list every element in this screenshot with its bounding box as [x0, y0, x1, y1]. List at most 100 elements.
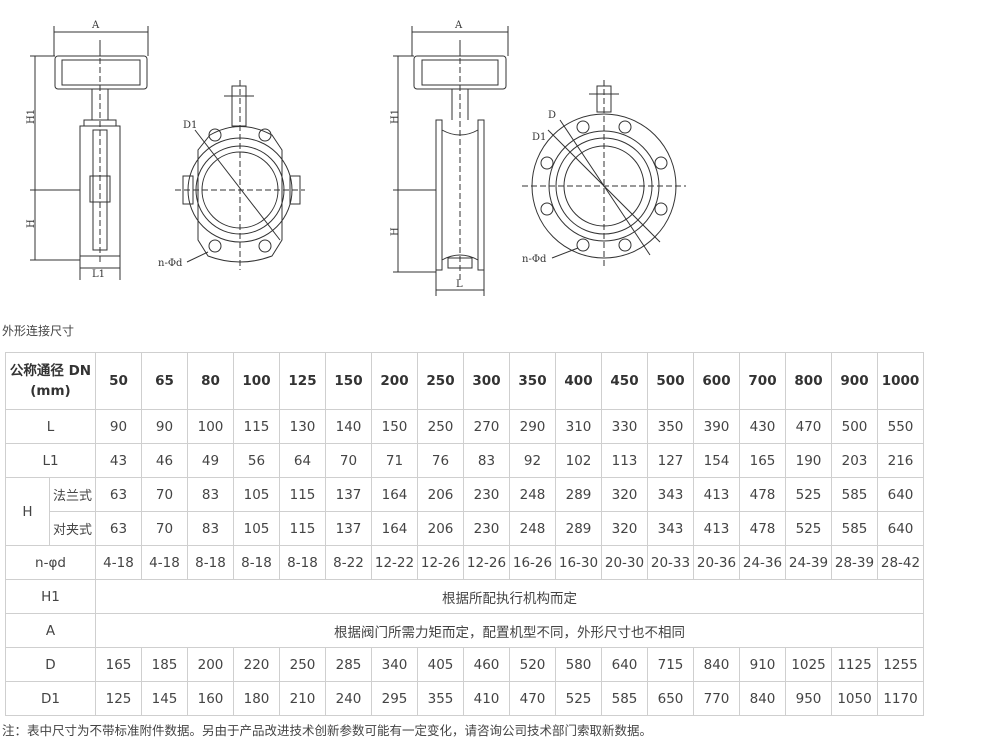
header-dn-600: 600 [693, 352, 740, 410]
table-cell: 220 [233, 647, 280, 682]
table-cell: 83 [463, 443, 510, 478]
header-dn-150: 150 [325, 352, 372, 410]
header-dn-1000: 1000 [877, 352, 924, 410]
table-cell: 840 [739, 681, 786, 716]
table-cell: 585 [831, 477, 878, 512]
header-dn-label-line2: (mm) [30, 383, 71, 399]
table-cell: 105 [233, 511, 280, 546]
table-cell: 203 [831, 443, 878, 478]
table-cell: 550 [877, 409, 924, 444]
flanged-front-view [522, 80, 686, 268]
table-cell: 520 [509, 647, 556, 682]
table-cell: 770 [693, 681, 740, 716]
table-cell: 1170 [877, 681, 924, 716]
table-cell: 840 [693, 647, 740, 682]
table-cell: 525 [785, 477, 832, 512]
table-cell: 460 [463, 647, 510, 682]
table-cell: 165 [95, 647, 142, 682]
table-cell: 71 [371, 443, 418, 478]
table-cell: 12-26 [417, 545, 464, 580]
table-cell: 137 [325, 477, 372, 512]
table-cell: 125 [95, 681, 142, 716]
table-cell: 190 [785, 443, 832, 478]
table-cell: 115 [279, 477, 326, 512]
table-cell: 102 [555, 443, 602, 478]
table-cell: 478 [739, 511, 786, 546]
table-cell: 24-39 [785, 545, 832, 580]
table-cell: 90 [95, 409, 142, 444]
table-cell: 64 [279, 443, 326, 478]
table-cell: 8-18 [187, 545, 234, 580]
table-cell: 115 [233, 409, 280, 444]
table-cell: 140 [325, 409, 372, 444]
flanged-side-view [393, 26, 509, 296]
dim-d1-label-2: D1 [532, 132, 546, 143]
table-cell: 340 [371, 647, 418, 682]
row-d-label: D [5, 647, 96, 682]
table-cell: 4-18 [141, 545, 188, 580]
table-cell: 1125 [831, 647, 878, 682]
table-cell: 320 [601, 511, 648, 546]
table-cell: 289 [555, 511, 602, 546]
table-cell: 1050 [831, 681, 878, 716]
header-dn-900: 900 [831, 352, 878, 410]
table-cell: 165 [739, 443, 786, 478]
table-cell: 130 [279, 409, 326, 444]
row-h-flange-label: 法兰式 [49, 477, 96, 512]
dim-a-label-1: A [91, 20, 100, 31]
table-cell: 216 [877, 443, 924, 478]
table-cell: 290 [509, 409, 556, 444]
table-cell: 4-18 [95, 545, 142, 580]
table-cell: 16-26 [509, 545, 556, 580]
table-cell: 200 [187, 647, 234, 682]
table-cell: 1255 [877, 647, 924, 682]
table-cell: 105 [233, 477, 280, 512]
table-cell: 413 [693, 511, 740, 546]
bolt-holes-label-1: n-Φd [158, 258, 183, 269]
table-cell: 1025 [785, 647, 832, 682]
table-cell: 350 [647, 409, 694, 444]
table-cell: 470 [509, 681, 556, 716]
dim-a-label-2: A [454, 20, 463, 31]
table-cell: 154 [693, 443, 740, 478]
table-cell: 715 [647, 647, 694, 682]
table-cell: 70 [141, 477, 188, 512]
table-cell: 137 [325, 511, 372, 546]
header-dn-50: 50 [95, 352, 142, 410]
table-cell: 185 [141, 647, 188, 682]
table-cell: 310 [555, 409, 602, 444]
table-cell: 478 [739, 477, 786, 512]
table-cell: 343 [647, 477, 694, 512]
table-cell: 8-22 [325, 545, 372, 580]
table-cell: 525 [785, 511, 832, 546]
table-cell: 8-18 [279, 545, 326, 580]
table-cell: 100 [187, 409, 234, 444]
header-dn-65: 65 [141, 352, 188, 410]
row-l1-label: L1 [5, 443, 96, 478]
dim-h-label-2: H [390, 227, 401, 236]
table-cell: 210 [279, 681, 326, 716]
dim-h1-label-1: H1 [26, 109, 37, 124]
table-cell: 430 [739, 409, 786, 444]
table-cell: 20-33 [647, 545, 694, 580]
table-cell: 640 [877, 477, 924, 512]
table-cell: 640 [877, 511, 924, 546]
table-cell: 115 [279, 511, 326, 546]
row-l-label: L [5, 409, 96, 444]
table-cell: 180 [233, 681, 280, 716]
bolt-holes-label-2: n-Φd [522, 254, 547, 265]
header-dn-700: 700 [739, 352, 786, 410]
header-dn-450: 450 [601, 352, 648, 410]
table-cell: 46 [141, 443, 188, 478]
table-cell: 20-36 [693, 545, 740, 580]
table-cell: 250 [417, 409, 464, 444]
table-cell: 320 [601, 477, 648, 512]
table-cell: 585 [601, 681, 648, 716]
